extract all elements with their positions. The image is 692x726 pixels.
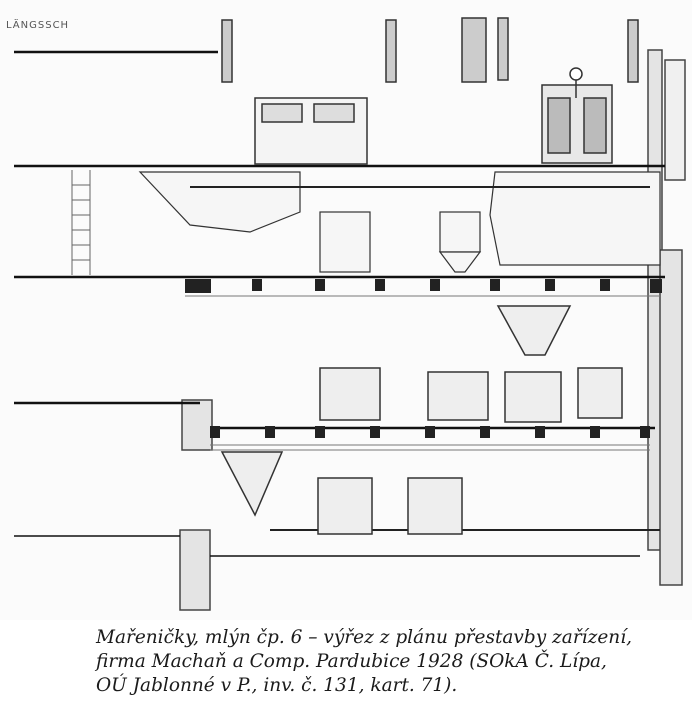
- middle-hoppers: [138, 171, 661, 273]
- roller-mills: [220, 305, 623, 535]
- caption-line-2: firma Machaň a Comp. Pardubice 1928 (SOk…: [96, 651, 607, 672]
- drawing-stamp-label: LÄNGSSCH: [6, 18, 69, 31]
- caption-line-3: OÚ Jablonné v P., inv. č. 131, kart. 71)…: [96, 675, 458, 696]
- figure-caption: Mařeničky, mlýn čp. 6 – výřez z plánu př…: [96, 626, 686, 698]
- building-walls: [179, 49, 686, 611]
- ceiling-lines: [185, 295, 660, 451]
- caption-line-1: Mařeničky, mlýn čp. 6 – výřez z plánu př…: [96, 627, 632, 648]
- stairs: [71, 170, 91, 275]
- top-floor-machines: [221, 17, 639, 165]
- floor-beams: [185, 279, 662, 438]
- mill-section-drawing: LÄNGSSCH: [6, 17, 686, 611]
